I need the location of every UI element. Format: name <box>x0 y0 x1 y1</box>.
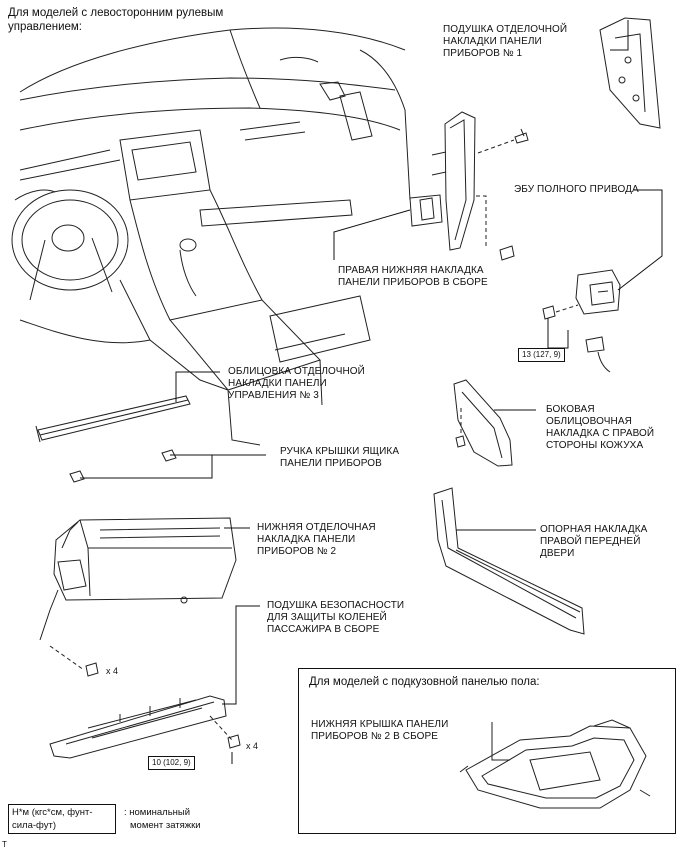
label-box-handle-line2: ПАНЕЛИ ПРИБОРОВ <box>280 458 382 469</box>
label-scuff-line3: ДВЕРИ <box>540 548 575 559</box>
label-pad-no1-line3: ПРИБОРОВ № 1 <box>443 48 523 59</box>
label-lower-panel-line2: НАКЛАДКА ПАНЕЛИ <box>257 534 356 545</box>
dash-screw-upper <box>477 139 515 154</box>
label-knee-airbag-line3: ПАССАЖИРА В СБОРЕ <box>267 624 380 635</box>
label-trim-no3-line3: УПРАВЛЕНИЯ № 3 <box>228 390 319 401</box>
label-pad-no1-line1: ПОДУШКА ОТДЕЛОЧНОЙ <box>443 24 568 35</box>
inset-title: Для моделей с подкузовной панелью пола: <box>309 676 540 688</box>
label-box-handle-line1: РУЧКА КРЫШКИ ЯЩИКА <box>280 446 400 457</box>
part-pad-no1 <box>599 17 661 129</box>
screw-upper <box>514 128 529 144</box>
label-right-lower-line1: ПРАВАЯ НИЖНЯЯ НАКЛАДКА <box>338 265 484 276</box>
label-side-trim-line3: НАКЛАДКА С ПРАВОЙ <box>546 428 655 439</box>
label-side-trim-line2: ОБЛИЦОВОЧНАЯ <box>546 416 632 427</box>
label-trim-no3: ОБЛИЦОВКА ОТДЕЛОЧНОЙ НАКЛАДКИ ПАНЕЛИ УПР… <box>228 366 365 402</box>
label-undercover-line1: НИЖНЯЯ КРЫШКА ПАНЕЛИ <box>311 719 449 730</box>
label-knee-airbag: ПОДУШКА БЕЗОПАСНОСТИ ДЛЯ ЗАЩИТЫ КОЛЕНЕЙ … <box>267 600 404 636</box>
label-undercover-line2: ПРИБОРОВ № 2 В СБОРЕ <box>311 731 439 742</box>
label-lower-panel-line1: НИЖНЯЯ ОТДЕЛОЧНАЯ <box>257 522 376 533</box>
label-side-trim-line4: СТОРОНЫ КОЖУХА <box>546 440 644 451</box>
dash-ecu-bolt <box>555 304 579 313</box>
clip-side-trim <box>455 435 466 448</box>
legend-meaning-line1: : номинальный <box>124 806 201 819</box>
part-right-lower-panel <box>409 111 476 251</box>
label-box-handle: РУЧКА КРЫШКИ ЯЩИКА ПАНЕЛИ ПРИБОРОВ <box>280 446 399 470</box>
label-right-lower-panel: ПРАВАЯ НИЖНЯЯ НАКЛАДКА ПАНЕЛИ ПРИБОРОВ В… <box>338 265 488 289</box>
bolt-ecu <box>542 305 556 320</box>
part-box-handle <box>69 449 177 483</box>
inset-underbody-panel: Для моделей с подкузовной панелью пола: … <box>298 668 676 834</box>
bolt-bracket <box>85 662 99 677</box>
bolt-airbag <box>227 734 241 749</box>
label-lower-panel-no2: НИЖНЯЯ ОТДЕЛОЧНАЯ НАКЛАДКА ПАНЕЛИ ПРИБОР… <box>257 522 376 558</box>
section-header-line1: Для моделей с левосторонним рулевым <box>8 7 224 19</box>
label-side-trim: БОКОВАЯ ОБЛИЦОВОЧНАЯ НАКЛАДКА С ПРАВОЙ С… <box>546 404 654 452</box>
dashboard-illustration <box>11 27 411 446</box>
count-airbag-bolts: x 4 <box>246 741 259 751</box>
clip-lower <box>499 245 515 261</box>
footer-mark: T <box>2 840 7 849</box>
label-pad-no1: ПОДУШКА ОТДЕЛОЧНОЙ НАКЛАДКИ ПАНЕЛИ ПРИБО… <box>443 24 567 60</box>
part-knee-airbag <box>49 695 227 759</box>
legend-meaning-line2: момент затяжки <box>130 820 201 831</box>
torque-airbag-bolt: 10 (102, 9) <box>148 756 195 770</box>
label-scuff-line1: ОПОРНАЯ НАКЛАДКА <box>540 524 648 535</box>
legend-colon: : <box>124 807 127 818</box>
label-scuff-line2: ПРАВОЙ ПЕРЕДНЕЙ <box>540 536 641 547</box>
label-pad-no1-line2: НАКЛАДКИ ПАНЕЛИ <box>443 36 542 47</box>
legend-unit-box: Н*м (кгс*см, фунт- сила-фут) <box>8 804 116 834</box>
label-4wd-ecu: ЭБУ ПОЛНОГО ПРИВОДА <box>514 184 639 195</box>
leader-lines <box>80 20 663 764</box>
part-undercover <box>459 719 651 809</box>
dash-bracket-bolts <box>49 645 85 671</box>
part-trim-no3 <box>35 395 191 443</box>
dash-airbag-bolts <box>209 715 233 741</box>
label-trim-no3-line2: НАКЛАДКИ ПАНЕЛИ <box>228 378 327 389</box>
label-knee-airbag-line2: ДЛЯ ЗАЩИТЫ КОЛЕНЕЙ <box>267 612 387 623</box>
label-scuff-plate: ОПОРНАЯ НАКЛАДКА ПРАВОЙ ПЕРЕДНЕЙ ДВЕРИ <box>540 524 647 560</box>
part-side-trim <box>453 379 513 467</box>
legend-unit-line2: сила-фут) <box>12 820 57 831</box>
legend-meaning: : номинальный момент затяжки <box>124 806 201 832</box>
label-right-lower-line2: ПАНЕЛИ ПРИБОРОВ В СБОРЕ <box>338 277 488 288</box>
legend-unit-line1: Н*м (кгс*см, фунт- <box>12 807 93 818</box>
label-lower-panel-line3: ПРИБОРОВ № 2 <box>257 546 337 557</box>
legend-meaning-text1: номинальный <box>129 807 191 818</box>
section-header: Для моделей с левосторонним рулевым упра… <box>8 6 223 34</box>
count-bracket-bolts: x 4 <box>106 666 119 676</box>
dash-clip-lower <box>476 195 487 248</box>
part-scuff-plate <box>433 487 585 635</box>
part-lower-panel-no2 <box>39 517 237 641</box>
torque-ecu-bolt: 13 (127, 9) <box>518 348 565 362</box>
label-trim-no3-line1: ОБЛИЦОВКА ОТДЕЛОЧНОЙ <box>228 366 365 377</box>
label-undercover: НИЖНЯЯ КРЫШКА ПАНЕЛИ ПРИБОРОВ № 2 В СБОР… <box>311 719 448 743</box>
label-knee-airbag-line1: ПОДУШКА БЕЗОПАСНОСТИ <box>267 600 405 611</box>
section-header-line2: управлением: <box>8 21 82 33</box>
part-4wd-ecu <box>575 269 621 373</box>
label-side-trim-line1: БОКОВАЯ <box>546 404 595 415</box>
